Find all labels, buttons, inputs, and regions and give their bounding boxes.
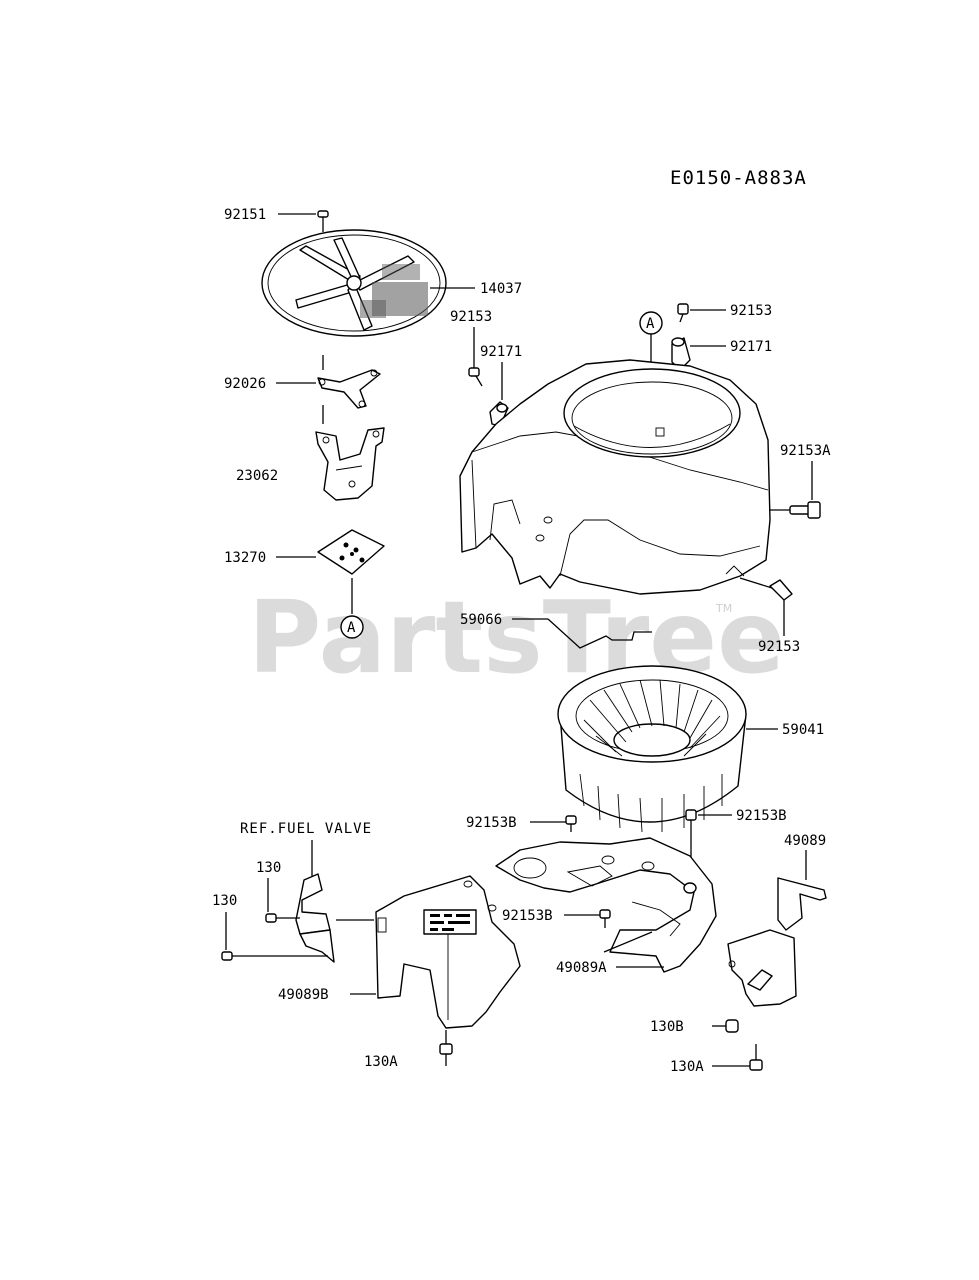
part-label-14037[interactable]: 14037 bbox=[480, 281, 522, 297]
svg-text:A: A bbox=[347, 620, 356, 636]
part-label-59066[interactable]: 59066 bbox=[460, 612, 502, 628]
part-label-92153b-top[interactable]: 92153B bbox=[466, 815, 517, 831]
bolt-130a-left[interactable] bbox=[439, 1043, 453, 1066]
air-baffle-49089a[interactable] bbox=[495, 837, 717, 973]
part-label-92153-top[interactable]: 92153 bbox=[730, 303, 772, 319]
bracket-92026[interactable] bbox=[317, 369, 381, 409]
part-label-130a-left[interactable]: 130A bbox=[364, 1054, 398, 1070]
svg-text:A: A bbox=[646, 316, 655, 332]
part-label-92151[interactable]: 92151 bbox=[224, 207, 266, 223]
screw-92153-top[interactable] bbox=[677, 303, 689, 323]
part-label-92153-left[interactable]: 92153 bbox=[450, 309, 492, 325]
diagram-code: E0150-A883A bbox=[670, 167, 807, 189]
cooling-fan-59041[interactable] bbox=[557, 665, 747, 833]
screw-92151[interactable] bbox=[317, 210, 329, 232]
screw-92153-left[interactable] bbox=[468, 367, 483, 387]
part-label-130-lower[interactable]: 130 bbox=[212, 893, 237, 909]
reference-note-fuel-valve: REF.FUEL VALVE bbox=[240, 821, 372, 837]
screw-92153-right[interactable] bbox=[739, 577, 793, 601]
part-label-49089b[interactable]: 49089B bbox=[278, 987, 329, 1003]
screw-92153b-top[interactable] bbox=[565, 815, 577, 832]
part-label-92153b-mid[interactable]: 92153B bbox=[502, 908, 553, 924]
bolt-130-upper[interactable] bbox=[265, 913, 300, 923]
callout-marker-a-left: A bbox=[340, 615, 364, 639]
part-label-13270[interactable]: 13270 bbox=[224, 550, 266, 566]
part-label-92171-left[interactable]: 92171 bbox=[480, 344, 522, 360]
watermark-trademark: TM bbox=[715, 602, 732, 615]
bolt-130b[interactable] bbox=[725, 1019, 739, 1033]
part-label-23062[interactable]: 23062 bbox=[236, 468, 278, 484]
part-label-130b[interactable]: 130B bbox=[650, 1019, 684, 1035]
part-label-130a-right[interactable]: 130A bbox=[670, 1059, 704, 1075]
part-label-92153-right[interactable]: 92153 bbox=[758, 639, 800, 655]
fan-housing-59066[interactable] bbox=[459, 359, 771, 595]
fuel-valve-bracket[interactable] bbox=[295, 873, 335, 963]
part-label-130-upper[interactable]: 130 bbox=[256, 860, 281, 876]
part-label-49089a[interactable]: 49089A bbox=[556, 960, 607, 976]
bolt-130-lower[interactable] bbox=[221, 951, 328, 961]
bracket-23062[interactable] bbox=[315, 427, 385, 501]
plate-13270[interactable] bbox=[317, 529, 385, 575]
part-label-92171-right[interactable]: 92171 bbox=[730, 339, 772, 355]
part-label-92026[interactable]: 92026 bbox=[224, 376, 266, 392]
collar-92171-left[interactable] bbox=[489, 401, 509, 427]
side-baffle-49089[interactable] bbox=[727, 877, 827, 1007]
rotating-screen-14037[interactable] bbox=[261, 229, 447, 337]
screw-92153a[interactable] bbox=[770, 501, 821, 519]
bolt-130a-right[interactable] bbox=[749, 1044, 763, 1071]
callout-marker-a-housing: A bbox=[639, 311, 663, 335]
air-baffle-49089b[interactable] bbox=[375, 875, 521, 1029]
screw-92153b-mid[interactable] bbox=[599, 909, 611, 928]
part-label-92153b-right[interactable]: 92153B bbox=[736, 808, 787, 824]
part-label-92153a[interactable]: 92153A bbox=[780, 443, 831, 459]
part-label-49089[interactable]: 49089 bbox=[784, 833, 826, 849]
part-label-59041[interactable]: 59041 bbox=[782, 722, 824, 738]
